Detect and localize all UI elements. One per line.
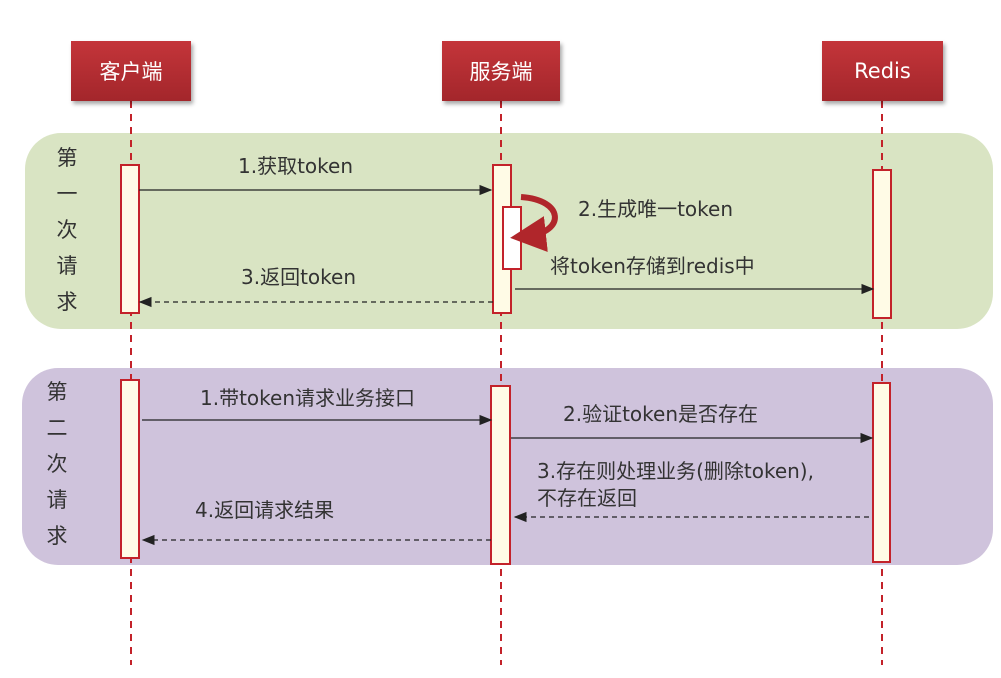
label-char: 二 <box>46 416 68 440</box>
second-request-label: 第 二 次 请 求 <box>44 374 70 554</box>
actor-client: 客户端 <box>71 41 191 101</box>
label-char: 第 <box>46 380 68 404</box>
msg-store-token: 将token存储到redis中 <box>550 254 755 278</box>
label-char: 求 <box>56 290 78 314</box>
msg-get-token: 1.获取token <box>238 154 354 178</box>
msg-process-line1: 3.存在则处理业务(删除token), <box>537 459 814 483</box>
client-activation-1 <box>120 164 140 314</box>
client-activation-2 <box>120 379 140 559</box>
msg-generate-token: 2.生成唯一token <box>578 197 734 221</box>
label-char: 求 <box>46 524 68 548</box>
actor-redis: Redis <box>822 41 943 101</box>
redis-activation-1 <box>872 169 892 319</box>
label-char: 请 <box>56 254 78 278</box>
actor-server: 服务端 <box>442 41 560 101</box>
first-request-label: 第 一 次 请 求 <box>54 140 80 320</box>
label-char: 一 <box>56 182 78 206</box>
self-call-arrow <box>510 194 558 252</box>
label-char: 次 <box>46 452 68 476</box>
msg-request-with-token: 1.带token请求业务接口 <box>200 386 416 410</box>
redis-activation-2 <box>872 382 891 563</box>
server-activation-2 <box>490 385 511 565</box>
server-inner-activation <box>502 206 522 270</box>
label-char: 请 <box>46 488 68 512</box>
msg-process-line2: 不存在返回 <box>537 486 637 510</box>
label-char: 第 <box>56 146 78 170</box>
msg-verify-token: 2.验证token是否存在 <box>563 402 759 426</box>
msg-return-result: 4.返回请求结果 <box>195 498 335 522</box>
label-char: 次 <box>56 218 78 242</box>
msg-return-token: 3.返回token <box>241 265 357 289</box>
